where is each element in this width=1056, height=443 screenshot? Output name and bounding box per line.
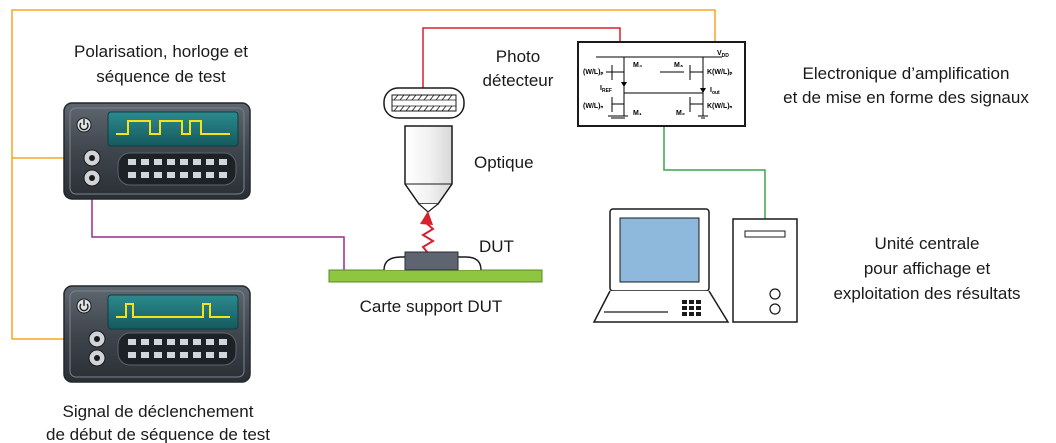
- wl-n-left: (W/L)ₙ: [583, 103, 603, 110]
- wl-n-right: K(W/L)ₙ: [707, 103, 733, 110]
- amplifier-schematic-box: VDD M₄ M₃ M₁ M₂ IREF Iout (W/L)ₚ K(W/L)ₚ…: [577, 41, 746, 127]
- purple-wire: [91, 178, 345, 270]
- label-unite-line3: exploitation des résultats: [833, 284, 1020, 303]
- dut-chip: [404, 251, 459, 271]
- green-wire: [663, 126, 766, 220]
- label-unite-line1: Unité centrale: [875, 234, 980, 253]
- computer-unit: [592, 208, 798, 323]
- svg-text:IREF: IREF: [600, 85, 612, 94]
- m3-label: M₃: [674, 62, 683, 69]
- label-polarisation-line1: Polarisation, horloge et: [74, 42, 248, 61]
- generator-trigger: [63, 285, 251, 383]
- m2-label: M₂: [676, 110, 685, 117]
- wl-p-left: (W/L)ₚ: [583, 69, 604, 76]
- keypad-buttons: [128, 339, 227, 358]
- wl-p-right: K(W/L)ₚ: [707, 69, 733, 76]
- keyboard-icon: [604, 300, 701, 316]
- label-detecteur: détecteur: [483, 71, 554, 90]
- keypad-buttons: [128, 159, 227, 178]
- laser-beam-icon: [420, 211, 435, 254]
- label-electronique-line1: Electronique d’amplification: [803, 64, 1010, 83]
- signal-trace: [116, 303, 230, 318]
- keypad: [117, 332, 237, 366]
- label-dut: DUT: [479, 237, 514, 256]
- bnc-connector-icon[interactable]: [83, 149, 101, 167]
- label-polarisation-line2: séquence de test: [96, 67, 226, 86]
- label-signal-line1: Signal de déclenchement: [63, 402, 254, 421]
- bnc-connector-icon[interactable]: [88, 349, 106, 367]
- monitor-screen: [619, 217, 700, 283]
- red-wire: [422, 27, 621, 88]
- power-icon[interactable]: [76, 298, 92, 314]
- label-unite-line2: pour affichage et: [864, 259, 991, 278]
- signal-trace: [116, 120, 230, 135]
- bnc-connector-icon[interactable]: [88, 330, 106, 348]
- scope-screen: [107, 294, 239, 330]
- optics-objective: [404, 125, 453, 213]
- label-carte-support: Carte support DUT: [360, 297, 503, 316]
- m4-label: M₄: [633, 62, 642, 69]
- photodetector: [383, 87, 465, 119]
- svg-text:Iout: Iout: [710, 87, 720, 96]
- label-electronique-line2: et de mise en forme des signaux: [783, 88, 1029, 107]
- m1-label: M₁: [633, 110, 642, 117]
- power-icon[interactable]: [76, 117, 92, 133]
- label-signal-line2: de début de séquence de test: [46, 425, 270, 443]
- bnc-connector-icon[interactable]: [83, 169, 101, 187]
- svg-text:VDD: VDD: [717, 50, 729, 59]
- label-optique: Optique: [474, 153, 534, 172]
- carte-support-dut: [328, 251, 543, 283]
- label-photo: Photo: [496, 47, 540, 66]
- generator-polarisation: [63, 102, 251, 200]
- keypad: [117, 152, 237, 186]
